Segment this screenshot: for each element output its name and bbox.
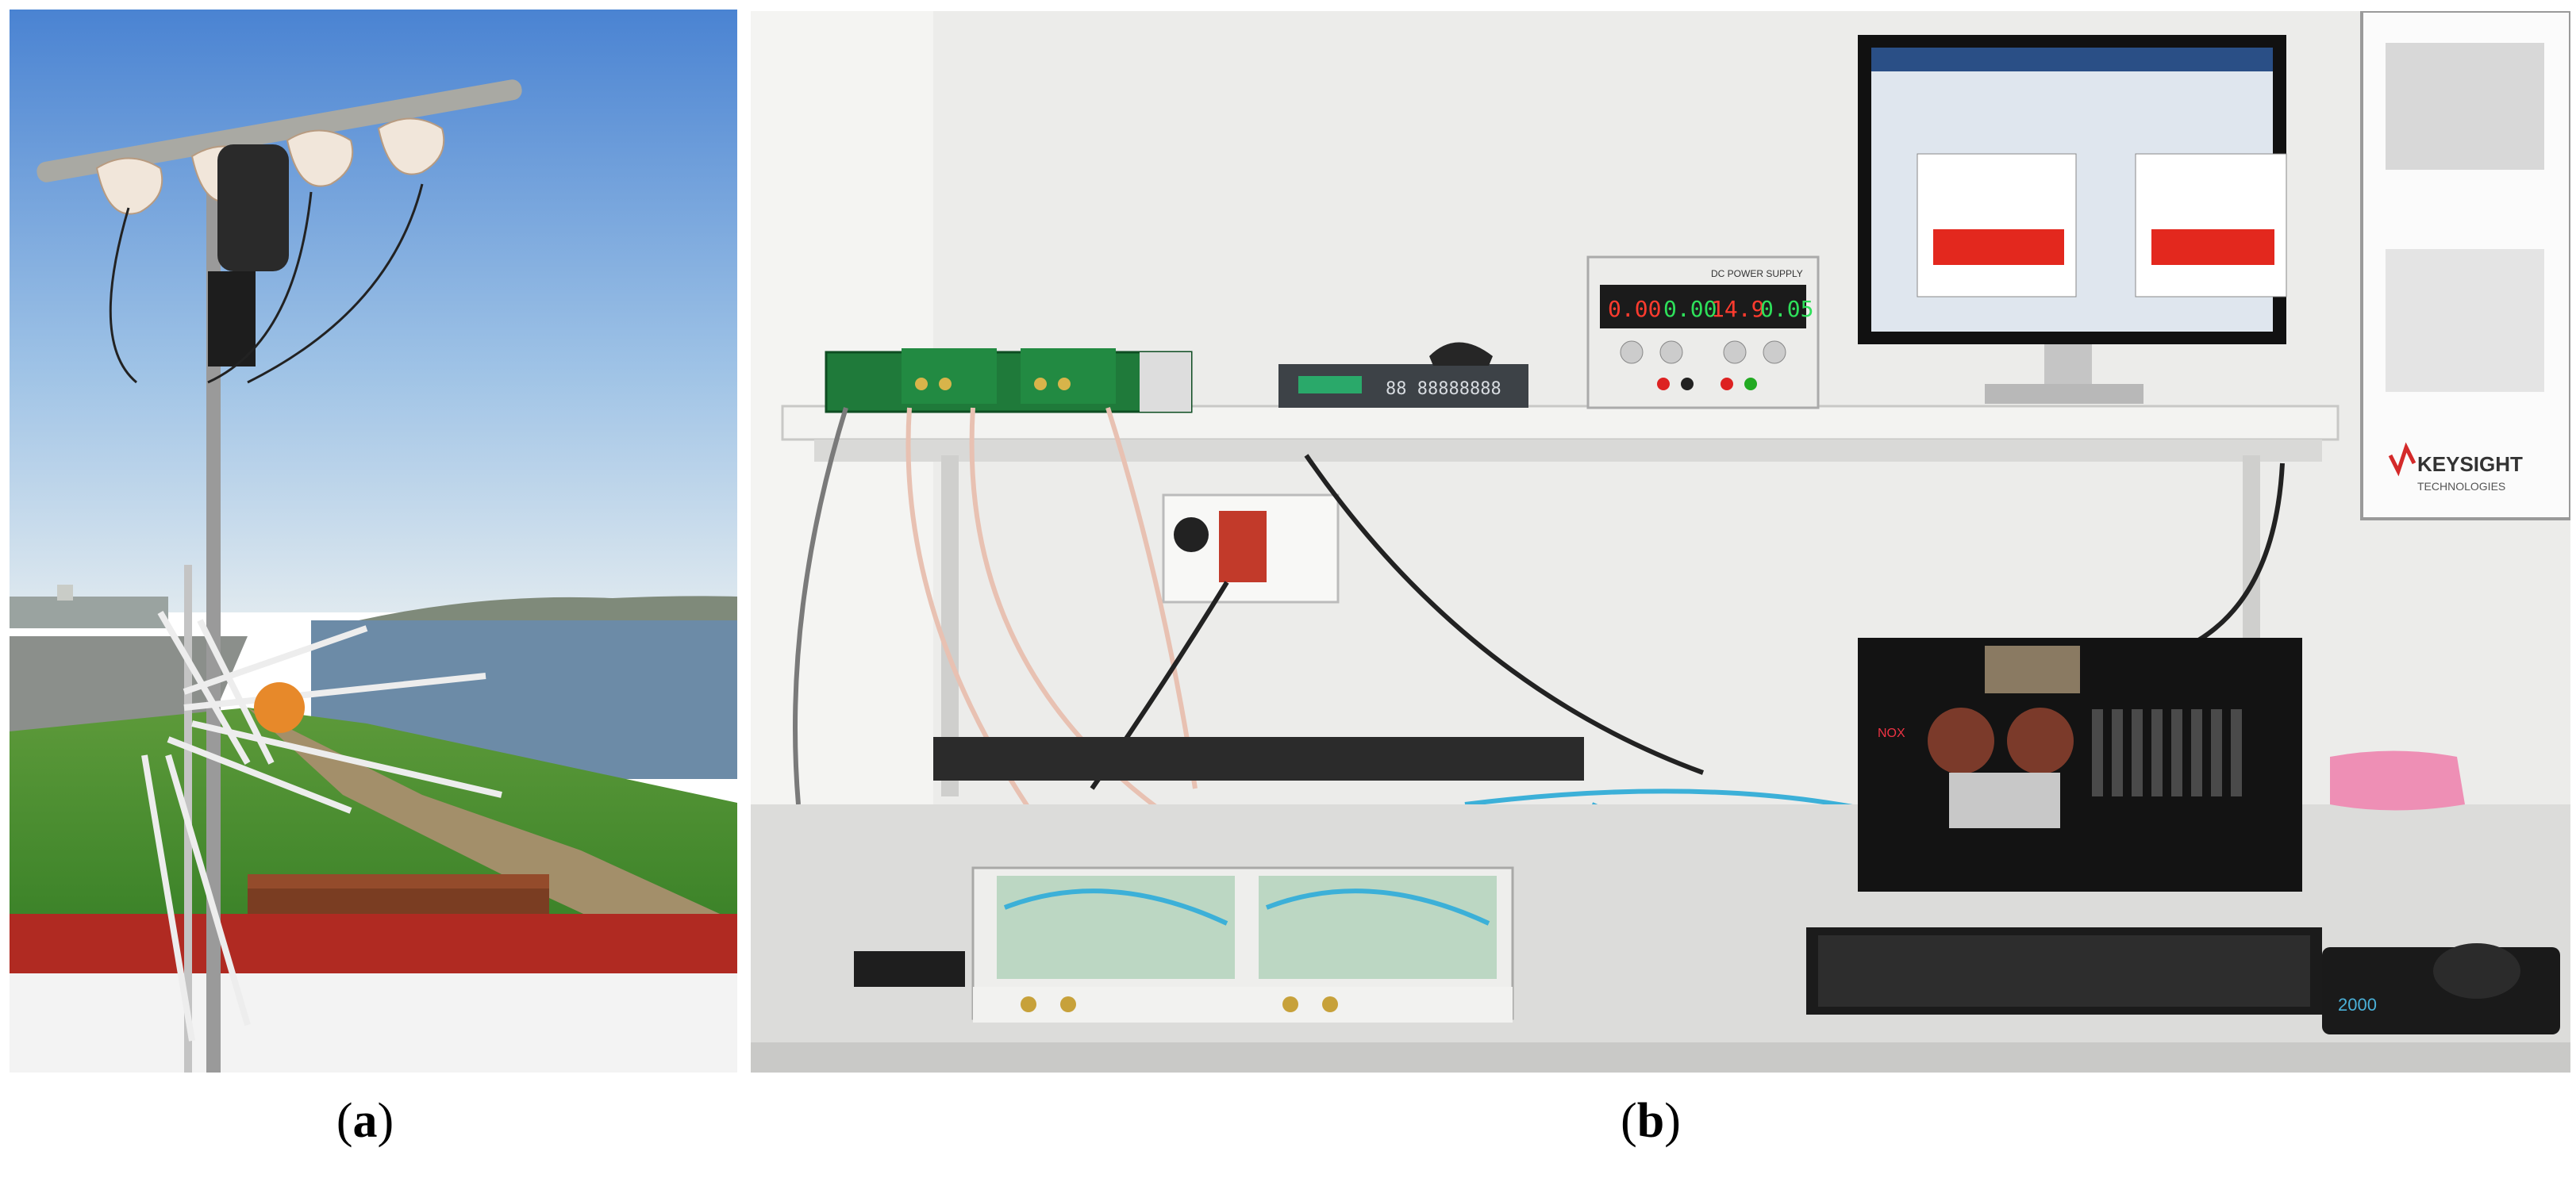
wall-outlet — [1162, 493, 1340, 604]
power-strip — [933, 737, 1584, 781]
psu-right-volts: 14.9 — [1711, 296, 1764, 322]
antenna-boom — [37, 79, 522, 182]
keysight-poster: KEYSIGHT TECHNOLOGIES — [2360, 11, 2570, 520]
counter-display: 88 88888888 — [1386, 379, 1501, 399]
psu-left-amps: 0.00 — [1663, 296, 1717, 322]
caption-panel-b: (b) — [1621, 1094, 1681, 1148]
frequency-counter: 88 88888888 — [1278, 364, 1528, 408]
poster-brand: KEYSIGHT — [2417, 452, 2523, 476]
gps-dongle — [854, 951, 965, 987]
rotator-motor — [217, 144, 289, 271]
caption-b-label: b — [1636, 1094, 1665, 1148]
mousepad-text: 2000 — [2338, 995, 2377, 1015]
psu-left-volts: 0.00 — [1608, 296, 1661, 322]
lab-scene-illustration: KEYSIGHT TECHNOLOGIES DC POWER SUPPLY 0.… — [751, 11, 2570, 1073]
mousepad: 2000 — [2322, 943, 2560, 1034]
sky — [10, 10, 737, 612]
caption-a-label: a — [352, 1094, 378, 1148]
outdoor-scene-illustration — [10, 10, 737, 1073]
computer-mouse — [2433, 943, 2520, 999]
patch-antennas — [95, 117, 445, 215]
caption-panel-a: (a) — [336, 1094, 394, 1148]
sdr-units — [971, 866, 1514, 1023]
balcony-rail — [10, 914, 737, 977]
antenna-feed-orange — [254, 682, 305, 733]
case-label: NOX — [1878, 727, 1905, 740]
distant-buildings — [10, 597, 168, 628]
poster-brand-sub: TECHNOLOGIES — [2417, 480, 2505, 493]
computer-mouse-shelf — [1429, 342, 1493, 366]
antenna-mast — [206, 168, 221, 1073]
psu-title: DC POWER SUPPLY — [1711, 268, 1803, 279]
keyboard — [1806, 927, 2322, 1015]
pc-chassis: NOX — [1858, 638, 2302, 892]
monitor — [1858, 35, 2287, 404]
dc-power-supply: DC POWER SUPPLY 0.00 0.00 14.9 0.05 — [1586, 255, 1820, 409]
log-periodic-antenna — [141, 610, 502, 1042]
signal-trace-left — [1933, 229, 2064, 265]
rf-front-end-boards — [825, 348, 1193, 413]
photo-outdoor-antenna-mast — [10, 10, 737, 1073]
signal-trace-right — [2151, 229, 2274, 265]
pink-cloth — [2330, 750, 2465, 811]
photo-lab-bench-setup: KEYSIGHT TECHNOLOGIES DC POWER SUPPLY 0.… — [751, 11, 2570, 1073]
psu-right-amps: 0.05 — [1760, 296, 1813, 322]
